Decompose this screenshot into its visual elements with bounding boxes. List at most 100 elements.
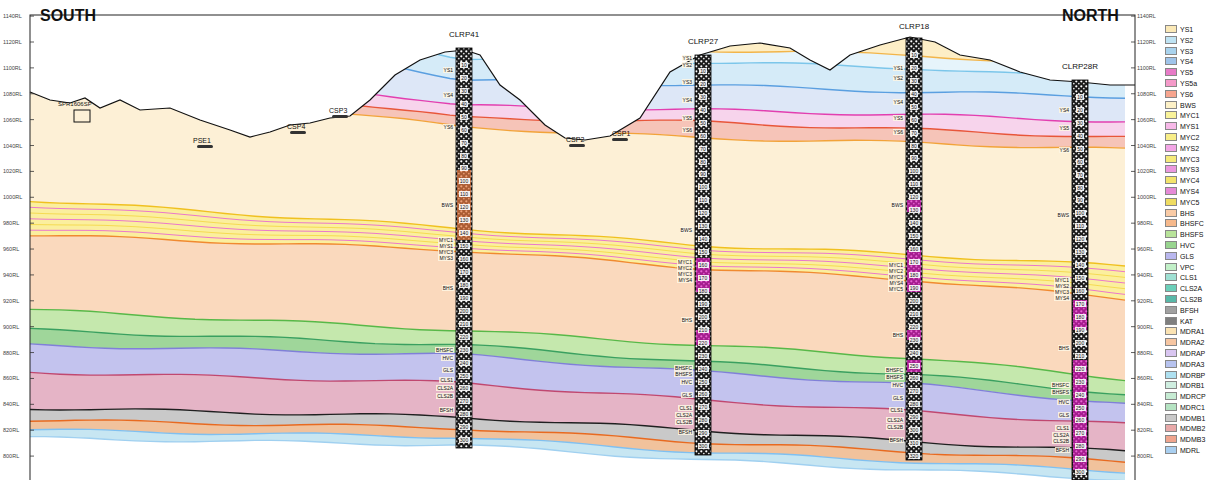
legend-text: MDRA1 bbox=[1180, 327, 1205, 336]
elevation-label: 1020RL bbox=[3, 168, 22, 174]
depth-label: 40 bbox=[456, 101, 472, 107]
unit-label: BWS bbox=[891, 202, 904, 208]
legend-row: MDMB3 bbox=[1163, 434, 1207, 445]
depth-label: 270 bbox=[906, 388, 922, 394]
drill-interval bbox=[696, 258, 710, 292]
legend-row: MDRL bbox=[1163, 445, 1207, 456]
sample-point: PSE1 bbox=[193, 137, 211, 144]
depth-label: 10 bbox=[456, 62, 472, 68]
unit-label: BHS bbox=[892, 332, 904, 338]
axis-tick bbox=[30, 352, 34, 353]
unit-label: MYS3 bbox=[438, 255, 454, 261]
legend-row: KAT bbox=[1163, 316, 1207, 327]
legend-text: CLS2B bbox=[1180, 295, 1202, 304]
legend-swatch bbox=[1165, 273, 1177, 281]
legend-text: YS5a bbox=[1180, 79, 1197, 88]
layer-boundary bbox=[30, 409, 1125, 451]
depth-label: 220 bbox=[1072, 366, 1088, 372]
legend-swatch bbox=[1165, 144, 1177, 152]
legend-row: CLS1 bbox=[1163, 272, 1207, 283]
unit-label: YS1 bbox=[682, 55, 693, 61]
legend-text: MYC2 bbox=[1180, 133, 1199, 142]
rock-layer bbox=[30, 0, 1125, 83]
elevation-label: 940RL bbox=[1137, 272, 1153, 278]
elevation-label: 1000RL bbox=[1137, 194, 1156, 200]
sample-point: SPR1606SP bbox=[58, 101, 92, 107]
depth-label: 190 bbox=[456, 295, 472, 301]
legend-row: HVC bbox=[1163, 240, 1207, 251]
unit-label: BHS bbox=[1058, 345, 1070, 351]
elevation-label: 920RL bbox=[3, 298, 19, 304]
depth-label: 50 bbox=[906, 104, 922, 110]
drill-interval bbox=[907, 250, 921, 292]
legend-row: MYS3 bbox=[1163, 164, 1207, 175]
depth-label: 60 bbox=[456, 127, 472, 133]
legend-text: MDRCP bbox=[1180, 392, 1206, 401]
legend-swatch bbox=[1165, 392, 1177, 400]
depth-label: 170 bbox=[695, 275, 711, 281]
unit-label: YS5 bbox=[682, 115, 693, 121]
elevation-label: 1120RL bbox=[3, 39, 22, 45]
unit-label: BFSH bbox=[678, 429, 693, 435]
unit-label: CLS1 bbox=[1055, 425, 1070, 431]
legend-text: MDRBP bbox=[1180, 371, 1205, 380]
elevation-label: 1080RL bbox=[1137, 91, 1156, 97]
axis-tick bbox=[30, 119, 34, 120]
depth-label: 240 bbox=[1072, 392, 1088, 398]
elevation-label: 1040RL bbox=[3, 143, 22, 149]
axis-tick bbox=[30, 404, 34, 405]
depth-label: 320 bbox=[906, 453, 922, 459]
depth-label: 200 bbox=[456, 308, 472, 314]
unit-label: YS6 bbox=[893, 129, 904, 135]
legend-text: GLS bbox=[1180, 252, 1194, 261]
axis-tick bbox=[1131, 274, 1135, 275]
legend-swatch bbox=[1165, 327, 1177, 335]
unit-label: BHSFS bbox=[885, 374, 904, 380]
legend-swatch bbox=[1165, 122, 1177, 130]
rock-layer bbox=[30, 0, 1125, 69]
legend-text: YS5 bbox=[1180, 68, 1193, 77]
legend-swatch bbox=[1165, 165, 1177, 173]
unit-label: YS1 bbox=[893, 65, 904, 71]
unit-label: BHSFS bbox=[1051, 389, 1070, 395]
legend-row: YS5a bbox=[1163, 78, 1207, 89]
legend-text: MDMB3 bbox=[1180, 435, 1205, 444]
layer-boundary bbox=[30, 236, 1125, 300]
depth-label: 210 bbox=[1072, 353, 1088, 359]
axis-tick bbox=[30, 197, 34, 198]
unit-label: MYC5 bbox=[888, 286, 904, 292]
axis-tick bbox=[1131, 197, 1135, 198]
unit-label: YS1 bbox=[443, 67, 454, 73]
layer-boundary bbox=[30, 344, 1125, 403]
depth-label: 60 bbox=[695, 133, 711, 139]
depth-label: 210 bbox=[906, 311, 922, 317]
legend-swatch bbox=[1165, 155, 1177, 163]
depth-label: 220 bbox=[456, 334, 472, 340]
legend-text: MYC1 bbox=[1180, 111, 1199, 120]
drill-hole-label: CLRP28R bbox=[1050, 62, 1110, 72]
legend-row: MDRBP bbox=[1163, 370, 1207, 381]
drill-hole-label: CLRP41 bbox=[434, 30, 494, 40]
elevation-label: 1040RL bbox=[1137, 143, 1156, 149]
unit-label: YS6 bbox=[443, 124, 454, 130]
legend-swatch bbox=[1165, 36, 1177, 44]
legend-swatch bbox=[1165, 424, 1177, 432]
depth-label: 260 bbox=[1072, 417, 1088, 423]
unit-label: GLS bbox=[892, 395, 904, 401]
unit-label: YS2 bbox=[893, 75, 904, 81]
unit-label: CLS2B bbox=[1052, 438, 1070, 444]
depth-label: 300 bbox=[906, 427, 922, 433]
unit-label: HVC bbox=[441, 355, 454, 361]
unit-label: CLS1 bbox=[889, 407, 904, 413]
legend-swatch bbox=[1165, 371, 1177, 379]
depth-label: 180 bbox=[695, 288, 711, 294]
legend-text: HVC bbox=[1180, 241, 1195, 250]
legend-row: CLS2B bbox=[1163, 294, 1207, 305]
legend-swatch bbox=[1165, 79, 1177, 87]
depth-label: 150 bbox=[906, 233, 922, 239]
layer-boundary bbox=[30, 213, 1125, 277]
legend-text: VPC bbox=[1180, 263, 1194, 272]
axis-tick bbox=[1131, 404, 1135, 405]
axis-tick bbox=[1131, 171, 1135, 172]
legend-row: YS2 bbox=[1163, 35, 1207, 46]
